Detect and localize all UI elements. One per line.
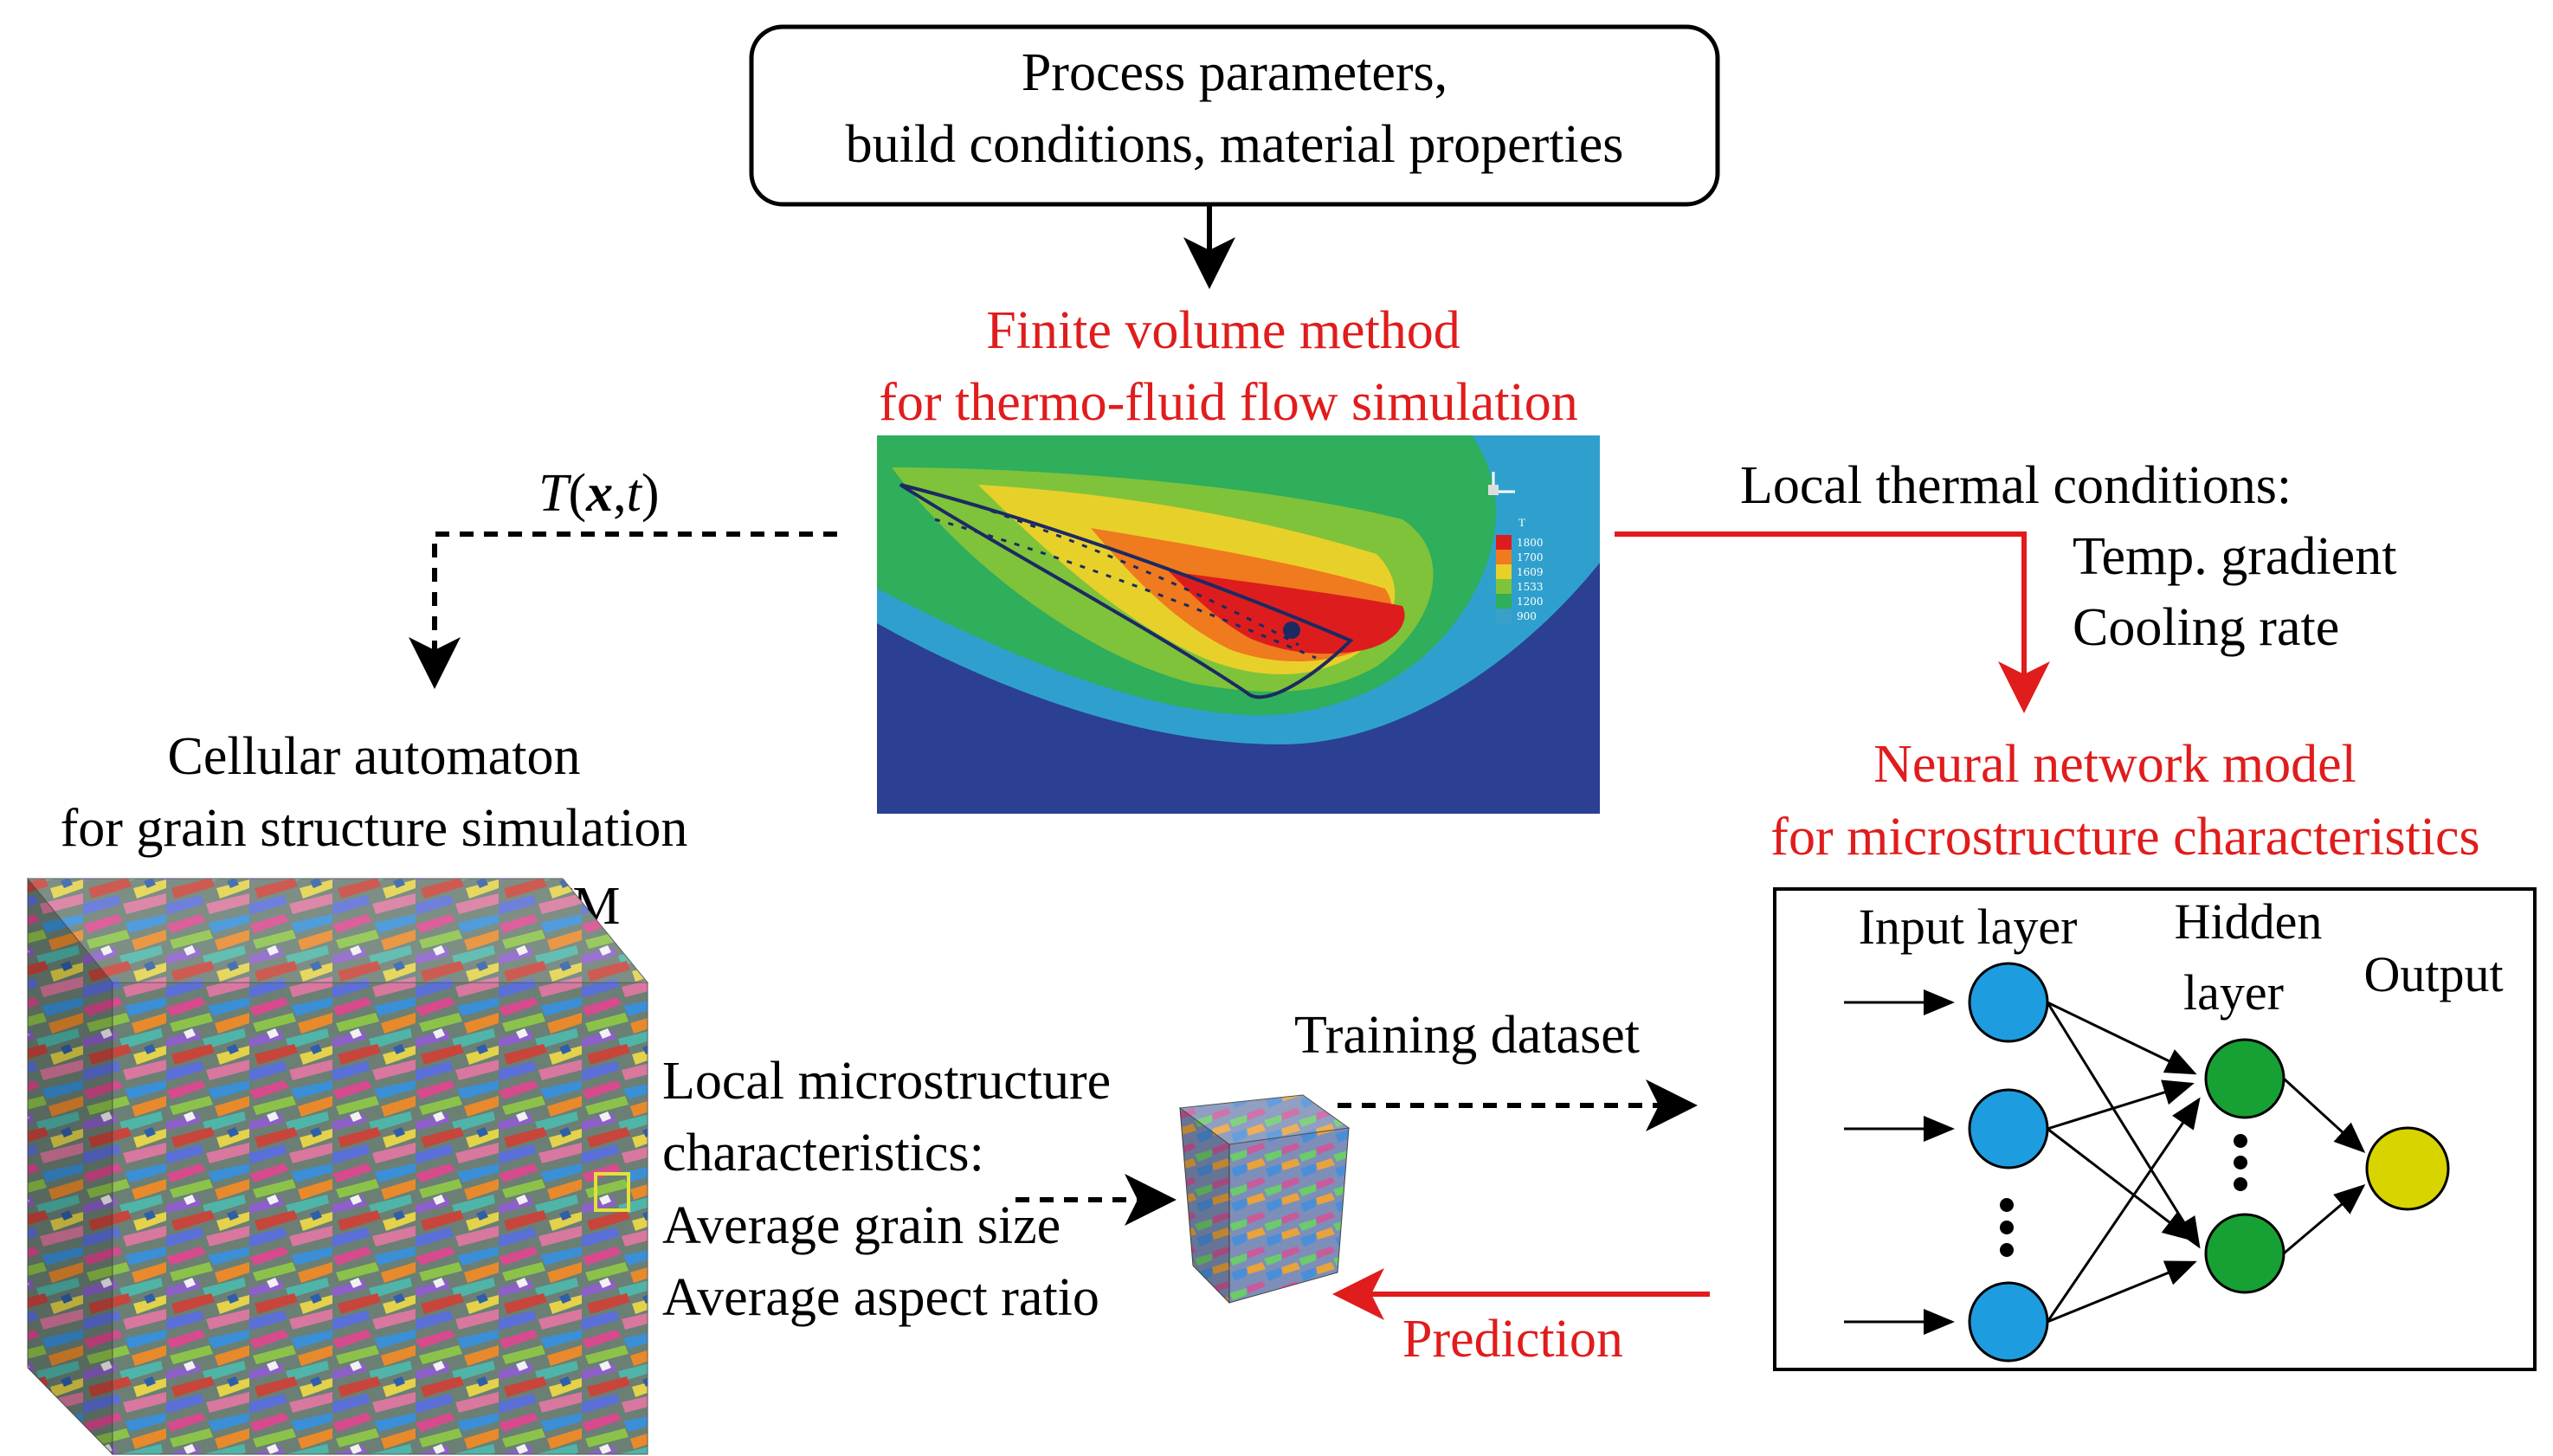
nn-hidden-ellipsis-dot bbox=[2234, 1177, 2247, 1191]
local-thermal-item-cooling: Cooling rate bbox=[2073, 598, 2339, 657]
nn-hidden-layer-label-1: Hidden bbox=[2175, 893, 2323, 950]
legend-swatch bbox=[1496, 550, 1512, 564]
sample-cube bbox=[1178, 1094, 1351, 1305]
inputs-box bbox=[749, 24, 1720, 207]
fvm-title-line-2: for thermo-fluid flow simulation bbox=[879, 373, 1578, 432]
nn-edge-i2-h1 bbox=[2047, 1079, 2195, 1131]
legend-value: 1533 bbox=[1517, 581, 1544, 593]
nn-input-ellipsis-dot bbox=[2000, 1221, 2014, 1234]
nn-input-ellipsis-dot bbox=[2000, 1198, 2014, 1212]
legend-swatch bbox=[1496, 564, 1512, 579]
nn-edge-h1-o bbox=[2282, 1077, 2366, 1154]
local-thermal-title: Local thermal conditions: bbox=[1740, 456, 2292, 515]
local-micro-item-grain-size: Average grain size bbox=[662, 1196, 1061, 1255]
nn-edge-h2-o bbox=[2283, 1184, 2366, 1255]
legend-value: 1800 bbox=[1517, 537, 1544, 549]
thermal-legend: T 1800 1700 1609 1533 1200 900 bbox=[1496, 516, 1544, 623]
nn-edge-i2-h2 bbox=[2047, 1127, 2195, 1241]
nn-title-line-1: Neural network model bbox=[1873, 735, 2356, 794]
nn-edge-i1-h1 bbox=[2047, 1001, 2197, 1075]
nn-hidden-layer-label-2: layer bbox=[2183, 964, 2284, 1021]
nn-input-node-2 bbox=[1968, 1088, 2049, 1169]
legend-swatch bbox=[1496, 535, 1512, 550]
nn-edge-i3-h1 bbox=[2046, 1097, 2201, 1323]
legend-swatch bbox=[1496, 609, 1512, 623]
sample-crop-box bbox=[594, 1172, 630, 1212]
nn-edge-i3-h2 bbox=[2047, 1260, 2197, 1324]
nn-edge-i1-h2 bbox=[2046, 1002, 2201, 1249]
arrow-fvm-to-ca bbox=[409, 532, 837, 689]
fvm-title-line-1: Finite volume method bbox=[986, 301, 1460, 360]
nn-input-ellipsis-dot bbox=[2000, 1243, 2014, 1257]
arrow-fvm-to-nn bbox=[1615, 532, 2050, 713]
nn-hidden-node-2 bbox=[2204, 1213, 2285, 1294]
legend-swatch bbox=[1496, 579, 1512, 594]
nn-input-layer-label: Input layer bbox=[1859, 899, 2078, 955]
nn-hidden-node-1 bbox=[2204, 1038, 2285, 1119]
temperature-field-label: T(x,t) bbox=[538, 464, 660, 523]
ca-title-line-1: Cellular automaton bbox=[168, 727, 581, 786]
grain-structure-block bbox=[26, 877, 649, 1456]
neural-network-diagram: Input layer Hidden layer Output bbox=[1773, 887, 2537, 1371]
local-micro-line-1: Local microstructure bbox=[662, 1052, 1111, 1111]
nn-output-label: Output bbox=[2363, 946, 2503, 1002]
legend-title: T bbox=[1518, 516, 1525, 529]
legend-value: 900 bbox=[1517, 610, 1537, 622]
nn-hidden-ellipsis-dot bbox=[2234, 1134, 2247, 1148]
thermal-simulation-image: T 1800 1700 1609 1533 1200 900 bbox=[877, 435, 1600, 814]
inputs-line-2: build conditions, material properties bbox=[846, 115, 1624, 174]
prediction-label: Prediction bbox=[1402, 1310, 1623, 1369]
nn-output-node bbox=[2365, 1126, 2450, 1211]
inputs-line-1: Process parameters, bbox=[1022, 43, 1447, 102]
axis-triad-icon bbox=[1488, 472, 1515, 495]
nn-hidden-ellipsis-dot bbox=[2234, 1156, 2247, 1169]
local-micro-line-2: characteristics: bbox=[662, 1124, 984, 1182]
nn-title-line-2: for microstructure characteristics bbox=[1770, 808, 2479, 867]
legend-swatch bbox=[1496, 594, 1512, 609]
ca-title-line-2: for grain structure simulation bbox=[61, 799, 688, 858]
local-micro-item-aspect-ratio: Average aspect ratio bbox=[662, 1268, 1099, 1327]
training-dataset-label: Training dataset bbox=[1294, 1006, 1640, 1065]
legend-value: 1609 bbox=[1517, 566, 1544, 578]
nn-input-node-3 bbox=[1968, 1281, 2049, 1363]
local-thermal-item-gradient: Temp. gradient bbox=[2073, 527, 2396, 586]
legend-value: 1700 bbox=[1517, 551, 1544, 564]
nn-input-node-1 bbox=[1968, 962, 2049, 1043]
legend-value: 1200 bbox=[1517, 596, 1544, 608]
